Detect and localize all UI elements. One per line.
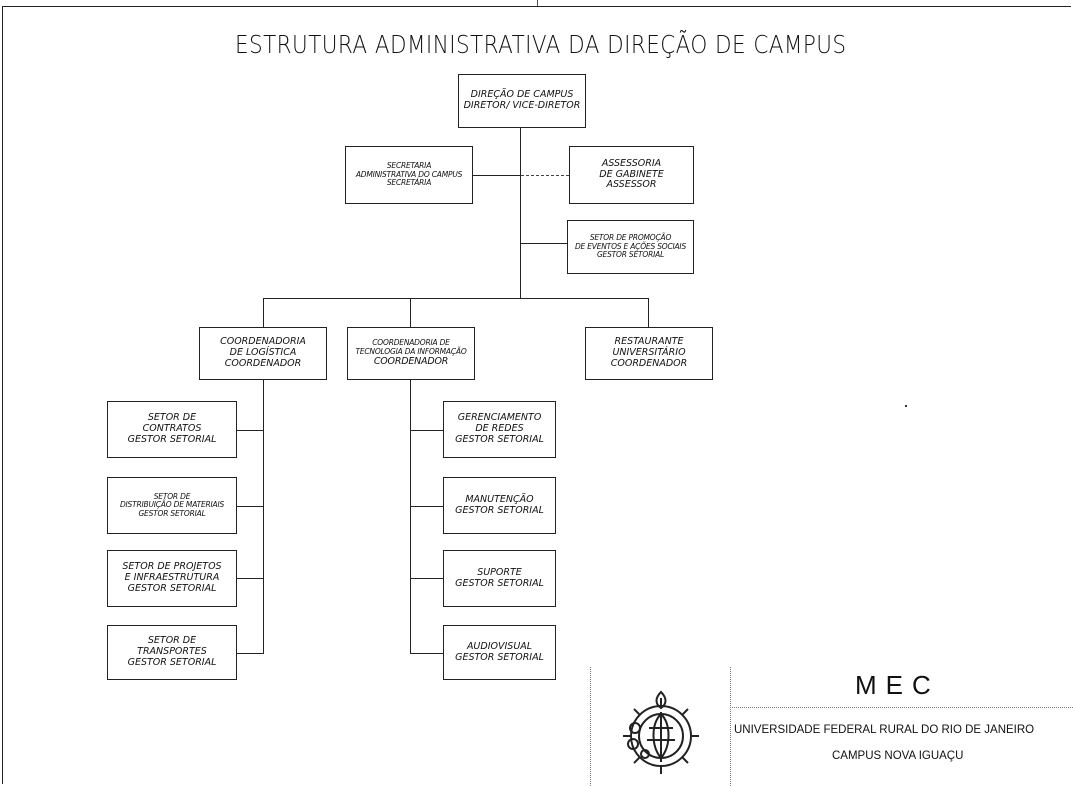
box-text: DE LOGÍSTICA — [229, 347, 297, 359]
box-text: COORDENADORIA DE — [372, 338, 450, 348]
box-coordenadoria-logistica: COORDENADORIA DE LOGÍSTICA COORDENADOR — [199, 327, 327, 380]
box-setor-contratos: SETOR DE CONTRATOS GESTOR SETORIAL — [107, 401, 237, 458]
top-mark — [537, 0, 538, 6]
box-text: SETOR DE — [147, 412, 197, 424]
box-text: DIRETOR/ VICE-DIRETOR — [463, 100, 581, 111]
box-secretaria: SECRETARIA ADMINISTRATIVA DO CAMPUS SECR… — [345, 146, 473, 204]
footer-divider — [590, 667, 591, 786]
box-text: GESTOR SETORIAL — [127, 433, 217, 445]
connector — [237, 430, 264, 432]
box-text: COORDENADOR — [224, 357, 302, 369]
connector — [648, 298, 650, 328]
box-setor-projetos: SETOR DE PROJETOS E INFRAESTRUTURA GESTO… — [107, 550, 237, 607]
connector — [410, 380, 412, 653]
footer-divider — [730, 667, 731, 786]
box-text: GESTOR SETORIAL — [138, 508, 206, 518]
box-text: DIREÇÃO DE CAMPUS — [470, 89, 574, 101]
box-direcao-de-campus: DIREÇÃO DE CAMPUS DIRETOR/ VICE-DIRETOR — [458, 74, 586, 128]
box-text: RESTAURANTE — [614, 336, 684, 348]
box-text: SETOR DE — [153, 491, 191, 501]
mec-label: MEC — [855, 670, 940, 700]
box-text: SETOR DE PROMOÇÃO — [589, 233, 672, 243]
box-text: GESTOR SETORIAL — [127, 582, 217, 594]
box-text: ADMINISTRATIVA DO CAMPUS — [355, 169, 463, 179]
box-text: DE GABINETE — [599, 168, 664, 180]
box-restaurante: RESTAURANTE UNIVERSITÁRIO COORDENADOR — [585, 327, 713, 380]
box-text: GESTOR SETORIAL — [455, 504, 544, 516]
page-frame — [2, 6, 1071, 784]
connector — [263, 298, 649, 300]
footer-divider — [730, 707, 1073, 708]
chart-title: ESTRUTURA ADMINISTRATIVA DA DIREÇÃO DE C… — [235, 30, 847, 59]
stray-dot — [905, 405, 907, 407]
box-text: SETOR DE — [147, 635, 197, 647]
box-text: AUDIOVISUAL — [466, 640, 533, 652]
connector — [410, 506, 443, 508]
connector — [237, 653, 264, 655]
box-text: DE REDES — [475, 423, 524, 435]
box-text: COORDENADOR — [373, 355, 449, 367]
box-text: E INFRAESTRUTURA — [124, 572, 220, 584]
box-text: CONTRATOS — [142, 423, 202, 435]
connector — [263, 380, 265, 653]
box-suporte: SUPORTE GESTOR SETORIAL — [443, 550, 556, 607]
box-text: SECRETARIA — [386, 161, 432, 171]
box-coordenadoria-ti: COORDENADORIA DE TECNOLOGIA DA INFORMAÇÃ… — [347, 327, 475, 380]
connector — [410, 298, 412, 328]
box-setor-materiais: SETOR DE DISTRIBUIÇÃO DE MATERIAIS GESTO… — [107, 477, 237, 534]
box-text: UNIVERSITÁRIO — [612, 347, 686, 359]
box-text: GERENCIAMENTO — [457, 412, 542, 424]
connector — [473, 175, 520, 177]
box-text: TECNOLOGIA DA INFORMAÇÃO — [355, 347, 467, 357]
connector — [520, 128, 522, 298]
box-text: ASSESSOR — [606, 179, 657, 191]
connector — [263, 298, 265, 328]
box-setor-transportes: SETOR DE TRANSPORTES GESTOR SETORIAL — [107, 625, 237, 680]
box-manutencao: MANUTENÇÃO GESTOR SETORIAL — [443, 477, 556, 534]
box-text: DISTRIBUIÇÃO DE MATERIAIS — [119, 500, 225, 510]
connector — [237, 578, 264, 580]
box-text: GESTOR SETORIAL — [127, 656, 217, 668]
box-text: GESTOR SETORIAL — [455, 433, 544, 445]
box-text: SUPORTE — [477, 566, 522, 578]
connector — [410, 653, 443, 655]
connector — [520, 243, 567, 245]
connector — [410, 578, 443, 580]
ufrrj-seal-icon — [623, 690, 699, 774]
box-text: DE EVENTOS E AÇÕES SOCIAIS — [574, 241, 687, 251]
box-text: GESTOR SETORIAL — [455, 577, 544, 589]
connector — [410, 430, 443, 432]
box-audiovisual: AUDIOVISUAL GESTOR SETORIAL — [443, 625, 556, 680]
campus-name: CAMPUS NOVA IGUAÇU — [832, 750, 964, 762]
box-text: COORDENADOR — [610, 357, 688, 369]
box-setor-promocao: SETOR DE PROMOÇÃO DE EVENTOS E AÇÕES SOC… — [567, 220, 694, 274]
box-text: SECRETÁRIA — [386, 178, 432, 188]
box-assessoria: ASSESSORIA DE GABINETE ASSESSOR — [569, 146, 694, 204]
box-gerenciamento-redes: GERENCIAMENTO DE REDES GESTOR SETORIAL — [443, 401, 556, 458]
box-text: GESTOR SETORIAL — [596, 250, 665, 260]
connector-dashed — [521, 175, 569, 176]
box-text: TRANSPORTES — [137, 646, 207, 658]
connector — [237, 506, 264, 508]
box-text: MANUTENÇÃO — [465, 493, 534, 505]
box-text: COORDENADORIA — [220, 336, 306, 348]
university-name: UNIVERSIDADE FEDERAL RURAL DO RIO DE JAN… — [734, 724, 1035, 736]
box-text: SETOR DE PROJETOS — [122, 561, 222, 573]
box-text: GESTOR SETORIAL — [455, 651, 544, 663]
box-text: ASSESSORIA — [601, 157, 662, 169]
